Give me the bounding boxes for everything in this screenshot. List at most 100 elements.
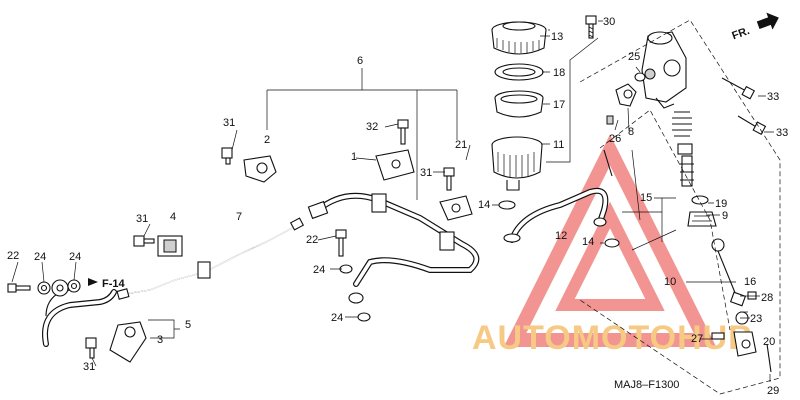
piston-spring bbox=[672, 111, 692, 137]
callout-23: 23 bbox=[750, 313, 762, 325]
clamp-3 bbox=[109, 321, 147, 363]
cotter-pin-29 bbox=[766, 343, 772, 373]
callout-7: 7 bbox=[236, 211, 242, 223]
callout-26: 26 bbox=[609, 133, 621, 145]
hose-joint-8 bbox=[615, 83, 637, 107]
direction-arrow-icon bbox=[756, 12, 779, 30]
direction-label: FR. bbox=[730, 25, 751, 42]
watermark: AUTOMOTOHUB bbox=[472, 134, 754, 357]
callout-31b: 31 bbox=[136, 213, 148, 225]
banjo-fitting-left bbox=[51, 279, 69, 297]
callout-4: 4 bbox=[170, 211, 176, 223]
watermark-brand: AUTOMOTOHUB bbox=[472, 319, 754, 357]
bolt-22-left bbox=[7, 283, 31, 293]
callout-18: 18 bbox=[553, 67, 565, 79]
callout-16: 16 bbox=[744, 276, 756, 288]
clip-26 bbox=[606, 115, 614, 125]
diaphragm-plate bbox=[494, 63, 544, 81]
master-cylinder-body bbox=[641, 31, 687, 109]
callout-12: 12 bbox=[555, 230, 567, 242]
callout-labels: 1 2 3 4 5 6 7 8 9 10 11 12 13 14 14 15 1… bbox=[7, 16, 788, 397]
washer-24-left-b bbox=[67, 279, 81, 293]
callout-29: 29 bbox=[767, 385, 779, 397]
section-ref-arrow-icon bbox=[88, 278, 98, 286]
bolt-22-right bbox=[335, 229, 347, 257]
nut-28 bbox=[747, 291, 757, 300]
brake-pipe-7 bbox=[116, 217, 305, 300]
callout-28: 28 bbox=[761, 292, 773, 304]
o-ring-25 bbox=[634, 72, 646, 82]
piston-cup bbox=[677, 143, 694, 187]
section-ref-label: F-14 bbox=[102, 278, 126, 290]
callout-33b: 33 bbox=[776, 127, 788, 139]
callout-5: 5 bbox=[185, 319, 191, 331]
callout-8: 8 bbox=[628, 126, 634, 138]
reservoir-hose-12 bbox=[503, 149, 613, 243]
callout-10: 10 bbox=[664, 276, 676, 288]
ref-code: MAJ8–F1300 bbox=[614, 379, 679, 391]
callout-24c: 24 bbox=[313, 264, 325, 276]
bolt-31-lower bbox=[85, 337, 97, 359]
callout-24b: 24 bbox=[69, 251, 81, 263]
callout-31c: 31 bbox=[420, 167, 432, 179]
callout-25: 25 bbox=[628, 51, 640, 63]
bracket-1 bbox=[375, 149, 415, 181]
callout-20: 20 bbox=[763, 336, 775, 348]
callout-ticks bbox=[11, 20, 774, 382]
boot-9 bbox=[687, 211, 717, 227]
callout-2: 2 bbox=[264, 134, 270, 146]
section-ref-arrow: F-14 bbox=[88, 278, 126, 290]
callout-30: 30 bbox=[603, 16, 615, 28]
clamp-21 bbox=[439, 195, 473, 221]
callout-33a: 33 bbox=[767, 91, 779, 103]
hose-clip-14-lower bbox=[604, 238, 620, 248]
callout-32: 32 bbox=[366, 121, 378, 133]
bolt-31-mid bbox=[133, 235, 155, 247]
diaphragm bbox=[494, 90, 544, 118]
callout-13: 13 bbox=[551, 31, 563, 43]
bolt-32 bbox=[397, 119, 409, 145]
callout-14a: 14 bbox=[478, 199, 490, 211]
pin-27 bbox=[711, 332, 725, 340]
clamp-2 bbox=[243, 155, 277, 183]
brake-hose-6 bbox=[307, 192, 480, 287]
clevis-20 bbox=[733, 331, 757, 357]
callout-6: 6 bbox=[357, 55, 363, 67]
callout-1: 1 bbox=[351, 151, 357, 163]
reservoir-cap bbox=[491, 21, 547, 55]
watermark-triangle-outer bbox=[503, 134, 717, 347]
callout-3: 3 bbox=[157, 334, 163, 346]
callout-14b: 14 bbox=[582, 236, 594, 248]
washer-24-right-b bbox=[357, 312, 371, 322]
bolt-30 bbox=[585, 15, 597, 39]
callout-22b: 22 bbox=[306, 234, 318, 246]
washer-24-left-a bbox=[37, 281, 51, 295]
callout-21: 21 bbox=[455, 139, 467, 151]
callout-17: 17 bbox=[553, 99, 565, 111]
clamp-4 bbox=[157, 235, 183, 257]
hose-clip-14-upper bbox=[498, 200, 516, 210]
leader-lines bbox=[148, 19, 781, 395]
washer-19 bbox=[691, 195, 709, 205]
bolt-33-lower bbox=[737, 115, 767, 136]
callout-24d: 24 bbox=[331, 312, 343, 324]
callout-15: 15 bbox=[640, 192, 652, 204]
callout-24a: 24 bbox=[34, 251, 46, 263]
callout-31d: 31 bbox=[83, 361, 95, 373]
direction-indicator: FR. bbox=[730, 12, 779, 42]
callout-9: 9 bbox=[722, 210, 728, 222]
brake-hose-5 bbox=[42, 287, 117, 347]
callout-31a: 31 bbox=[223, 117, 235, 129]
bolt-31-right bbox=[443, 167, 455, 191]
callout-11: 11 bbox=[553, 139, 564, 151]
callout-27: 27 bbox=[691, 333, 703, 345]
callout-19: 19 bbox=[715, 198, 727, 210]
watermark-triangle-inner bbox=[555, 201, 665, 311]
reservoir bbox=[491, 136, 543, 191]
bolt-31-upper bbox=[221, 147, 233, 165]
push-rod-16 bbox=[711, 238, 747, 307]
banjo-fitting-right bbox=[348, 292, 364, 304]
bolt-33-upper bbox=[721, 77, 756, 100]
callout-22a: 22 bbox=[7, 250, 19, 262]
